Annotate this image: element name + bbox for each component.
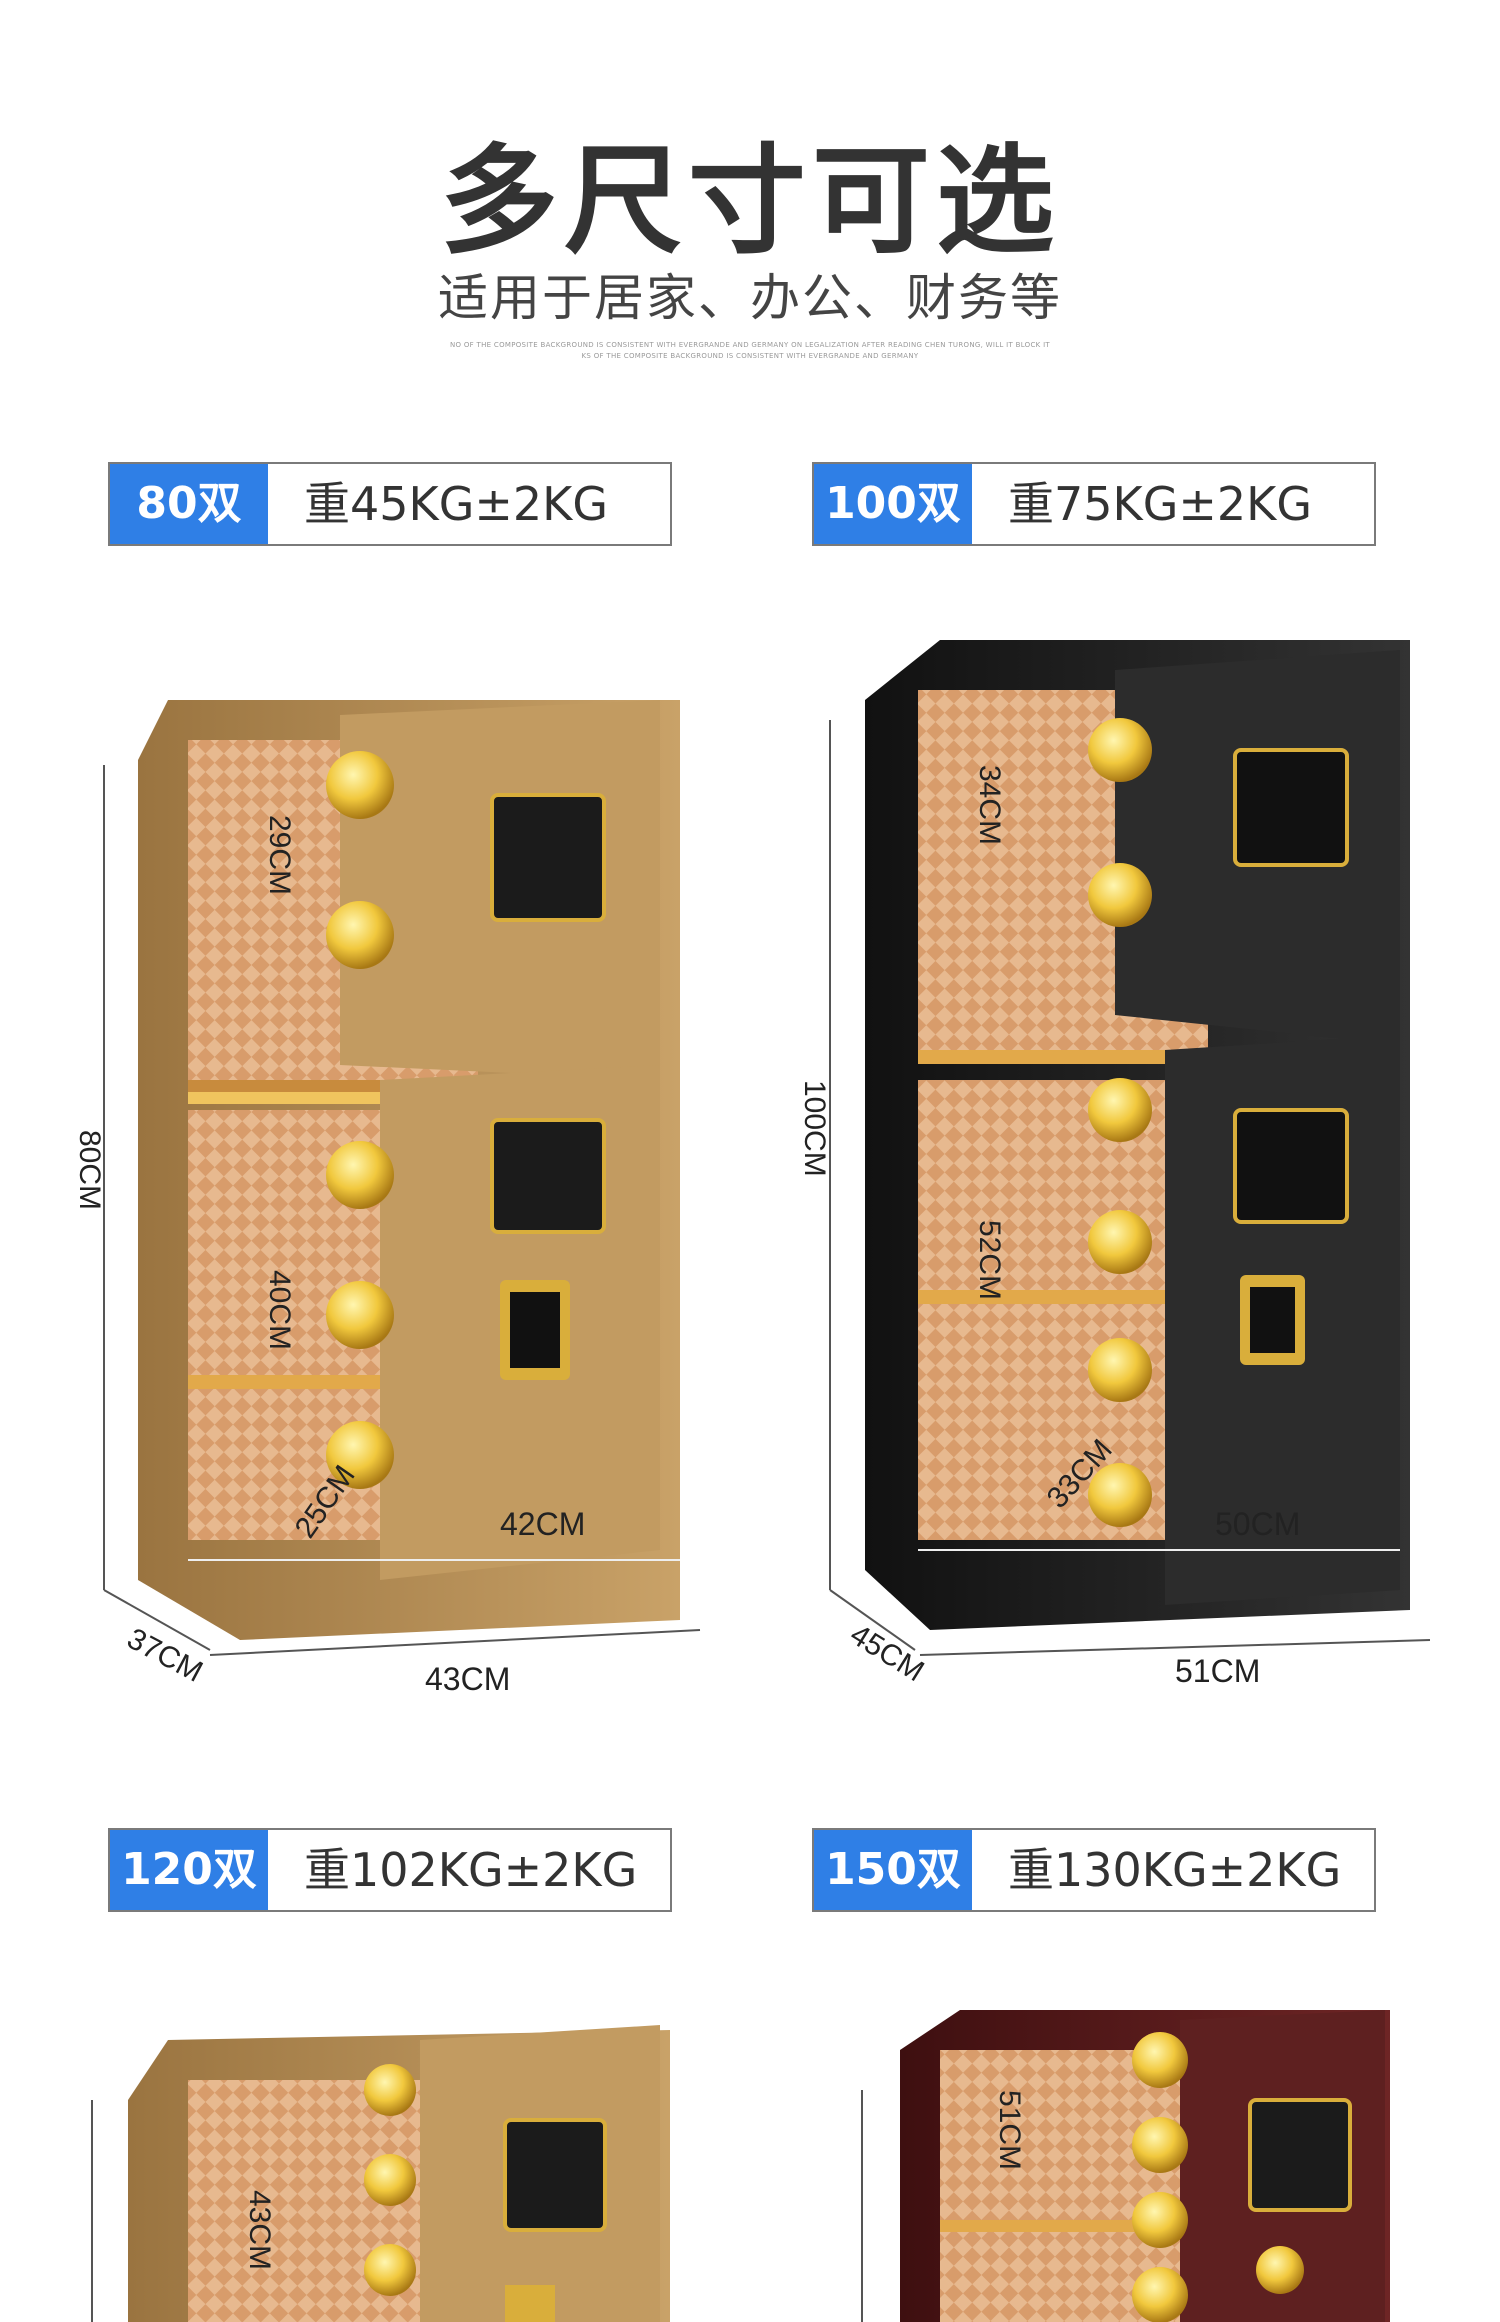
model-label: 120双门 (110, 1830, 268, 1975)
safe-100-illustration: 100CM 34CM 52CM 33CM 50CM 45CM 51CM (798, 640, 1431, 1689)
model-label: 150双门 (814, 1830, 972, 1975)
safe-150-illustration: 51CM (861, 2010, 1390, 2322)
model-label: 80双门 (110, 464, 268, 609)
page-subtitle: 适用于居家、办公、财务等 (438, 269, 1062, 327)
dim-inner-width: 42CM (500, 1506, 585, 1542)
dim-inner-width: 50CM (1215, 1506, 1300, 1542)
dim-depth: 37CM (122, 1622, 208, 1689)
size-tag-100: 100双门 重75KG±2KG (812, 462, 1376, 609)
fineprint: NO OF THE COMPOSITE BACKGROUND IS CONSIS… (440, 340, 1060, 362)
weight-label: 重45KG±2KG (304, 477, 608, 531)
dim-top-inner: 51CM (993, 2090, 1026, 2170)
weight-label: 重75KG±2KG (1008, 477, 1312, 531)
fineprint-line-2: KS OF THE COMPOSITE BACKGROUND IS CONSIS… (581, 352, 919, 360)
weight-label: 重102KG±2KG (304, 1843, 638, 1897)
safe-120-illustration: 43CM (91, 2025, 670, 2322)
dim-height: 100CM (798, 1080, 831, 1177)
dim-bottom-inner: 40CM (263, 1270, 296, 1350)
size-tag-80: 80双门 重45KG±2KG (108, 462, 672, 609)
dim-top-inner: 43CM (243, 2190, 276, 2270)
model-label: 100双门 (814, 464, 972, 609)
safe-80-illustration: 80CM 29CM 40CM 25CM 42CM 37CM 43CM (73, 700, 701, 1697)
dim-height: 80CM (73, 1130, 106, 1210)
dim-top-inner: 29CM (263, 815, 296, 895)
dim-width: 51CM (1175, 1653, 1260, 1689)
dim-top-inner: 34CM (973, 765, 1006, 845)
dim-bottom-inner: 52CM (973, 1220, 1006, 1300)
dim-width: 43CM (425, 1661, 510, 1697)
page-title: 多尺寸可选 (439, 132, 1060, 270)
dim-depth: 45CM (844, 1618, 929, 1688)
size-tag-120: 120双门 重102KG±2KG (108, 1828, 672, 1975)
fineprint-line-1: NO OF THE COMPOSITE BACKGROUND IS CONSIS… (449, 341, 1051, 349)
size-tag-150: 150双门 重130KG±2KG (812, 1828, 1376, 1975)
weight-label: 重130KG±2KG (1008, 1843, 1342, 1897)
